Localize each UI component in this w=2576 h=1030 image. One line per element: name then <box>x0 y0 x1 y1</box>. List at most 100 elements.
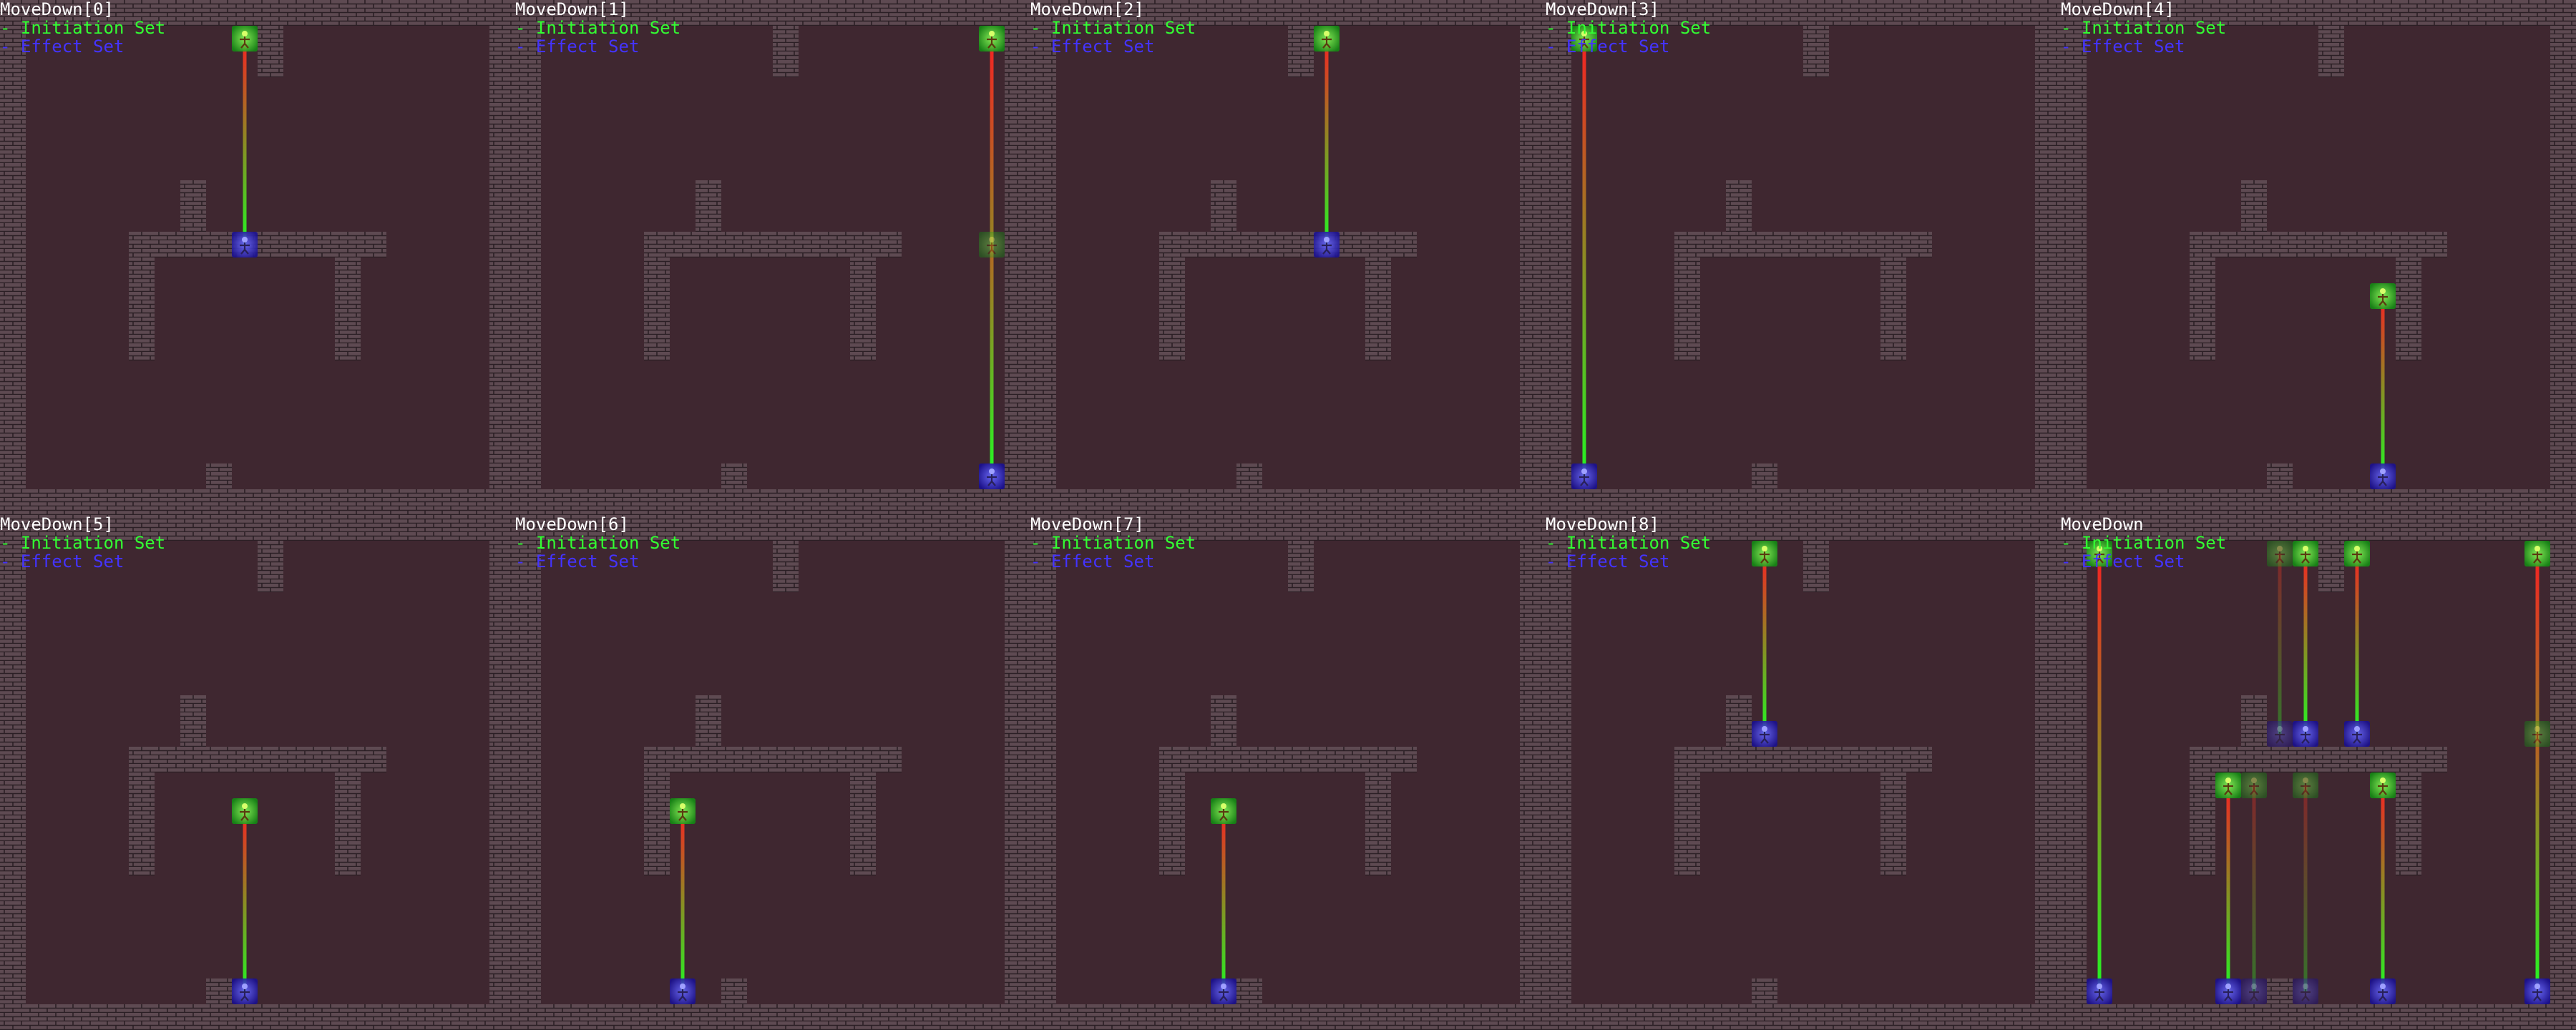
effect-agent-icon <box>232 232 258 258</box>
initiation-agent-icon <box>979 232 1005 258</box>
brick-wall <box>1546 515 2061 541</box>
initiation-agent-icon <box>1211 798 1236 824</box>
effect-agent-icon <box>1211 978 1236 1004</box>
move-trajectory <box>2535 734 2540 991</box>
brick-wall <box>644 747 902 772</box>
brick-wall <box>1211 695 1236 747</box>
brick-wall <box>2241 695 2267 747</box>
effect-agent-icon <box>1752 721 1777 747</box>
brick-wall <box>2241 180 2267 232</box>
brick-wall <box>1288 541 1314 592</box>
initiation-agent-icon <box>2370 283 2396 309</box>
move-trajectory <box>2097 554 2102 991</box>
brick-wall <box>644 232 902 258</box>
effect-legend: - Effect Set <box>0 551 125 572</box>
brick-wall <box>1880 772 1906 876</box>
initiation-legend: - Initiation Set <box>0 533 166 553</box>
effect-legend: - Effect Set <box>1546 36 1670 57</box>
brick-wall <box>2035 0 2061 515</box>
brick-wall <box>1803 541 1829 592</box>
brick-wall <box>0 515 515 541</box>
option-panel <box>1030 515 1546 1030</box>
brick-wall <box>644 772 670 876</box>
panel-title: MoveDown <box>2061 514 2144 534</box>
brick-wall <box>721 464 747 489</box>
brick-wall <box>1236 978 1262 1004</box>
initiation-agent-icon <box>2267 541 2293 566</box>
effect-agent-icon <box>2293 978 2318 1004</box>
brick-wall <box>129 772 155 876</box>
initiation-legend: - Initiation Set <box>515 533 681 553</box>
brick-wall <box>1546 0 2061 26</box>
panel-title: MoveDown[8] <box>1546 514 1659 534</box>
brick-wall <box>1752 464 1777 489</box>
brick-wall <box>2396 772 2421 876</box>
initiation-agent-icon <box>2215 772 2241 798</box>
move-trajectory <box>2381 296 2385 476</box>
brick-wall <box>2318 541 2344 592</box>
brick-wall <box>129 747 386 772</box>
brick-wall <box>515 489 1030 515</box>
brick-wall <box>2550 515 2576 1030</box>
initiation-agent-icon <box>2370 772 2396 798</box>
brick-wall <box>1159 258 1185 360</box>
brick-wall <box>850 772 876 876</box>
initiation-agent-icon <box>979 26 1005 52</box>
effect-agent-icon <box>2087 978 2112 1004</box>
brick-wall <box>2267 978 2293 1004</box>
effect-legend: - Effect Set <box>1546 551 1670 572</box>
brick-wall <box>129 258 155 360</box>
brick-wall <box>1365 258 1391 360</box>
brick-wall <box>1030 0 1056 515</box>
brick-wall <box>1546 515 1571 1030</box>
brick-wall <box>335 772 361 876</box>
effect-legend: - Effect Set <box>515 36 640 57</box>
initiation-agent-icon <box>2241 772 2267 798</box>
option-panel <box>515 515 1030 1030</box>
brick-wall <box>1159 772 1185 876</box>
move-trajectory <box>990 245 994 476</box>
move-trajectory <box>2381 785 2385 991</box>
brick-wall <box>0 515 26 1030</box>
brick-wall <box>2318 26 2344 77</box>
brick-wall <box>489 0 515 515</box>
brick-wall <box>2061 489 2576 515</box>
effect-legend: - Effect Set <box>1030 551 1155 572</box>
brick-wall <box>1546 0 1571 515</box>
move-trajectory <box>1762 554 1767 734</box>
move-trajectory <box>243 811 247 991</box>
move-trajectory <box>2226 785 2230 991</box>
brick-wall <box>515 0 541 515</box>
brick-wall <box>773 26 799 77</box>
effect-agent-icon <box>2215 978 2241 1004</box>
move-trajectory <box>1582 39 1586 476</box>
brick-wall <box>206 978 232 1004</box>
move-trajectory <box>2303 554 2308 734</box>
brick-wall <box>1288 26 1314 77</box>
initiation-legend: - Initiation Set <box>1030 533 1196 553</box>
brick-wall <box>2190 747 2447 772</box>
brick-wall <box>1030 1004 1546 1030</box>
effect-agent-icon <box>670 978 696 1004</box>
brick-wall <box>2061 0 2576 26</box>
move-trajectory <box>680 811 685 991</box>
brick-wall <box>2267 464 2293 489</box>
brick-wall <box>773 541 799 592</box>
initiation-agent-icon <box>2293 772 2318 798</box>
brick-wall <box>180 695 206 747</box>
brick-wall <box>0 489 515 515</box>
brick-wall <box>1546 489 2061 515</box>
panel-title: MoveDown[2] <box>1030 0 1144 19</box>
brick-wall <box>2190 232 2447 258</box>
option-panel <box>2061 515 2576 1030</box>
effect-agent-icon <box>1571 464 1597 489</box>
brick-wall <box>1880 258 1906 360</box>
initiation-legend: - Initiation Set <box>2061 533 2227 553</box>
effect-legend: - Effect Set <box>2061 551 2185 572</box>
brick-wall <box>2396 258 2421 360</box>
option-panel <box>515 0 1030 515</box>
effect-agent-icon <box>2370 464 2396 489</box>
initiation-agent-icon <box>1571 26 1597 52</box>
brick-wall <box>696 695 721 747</box>
